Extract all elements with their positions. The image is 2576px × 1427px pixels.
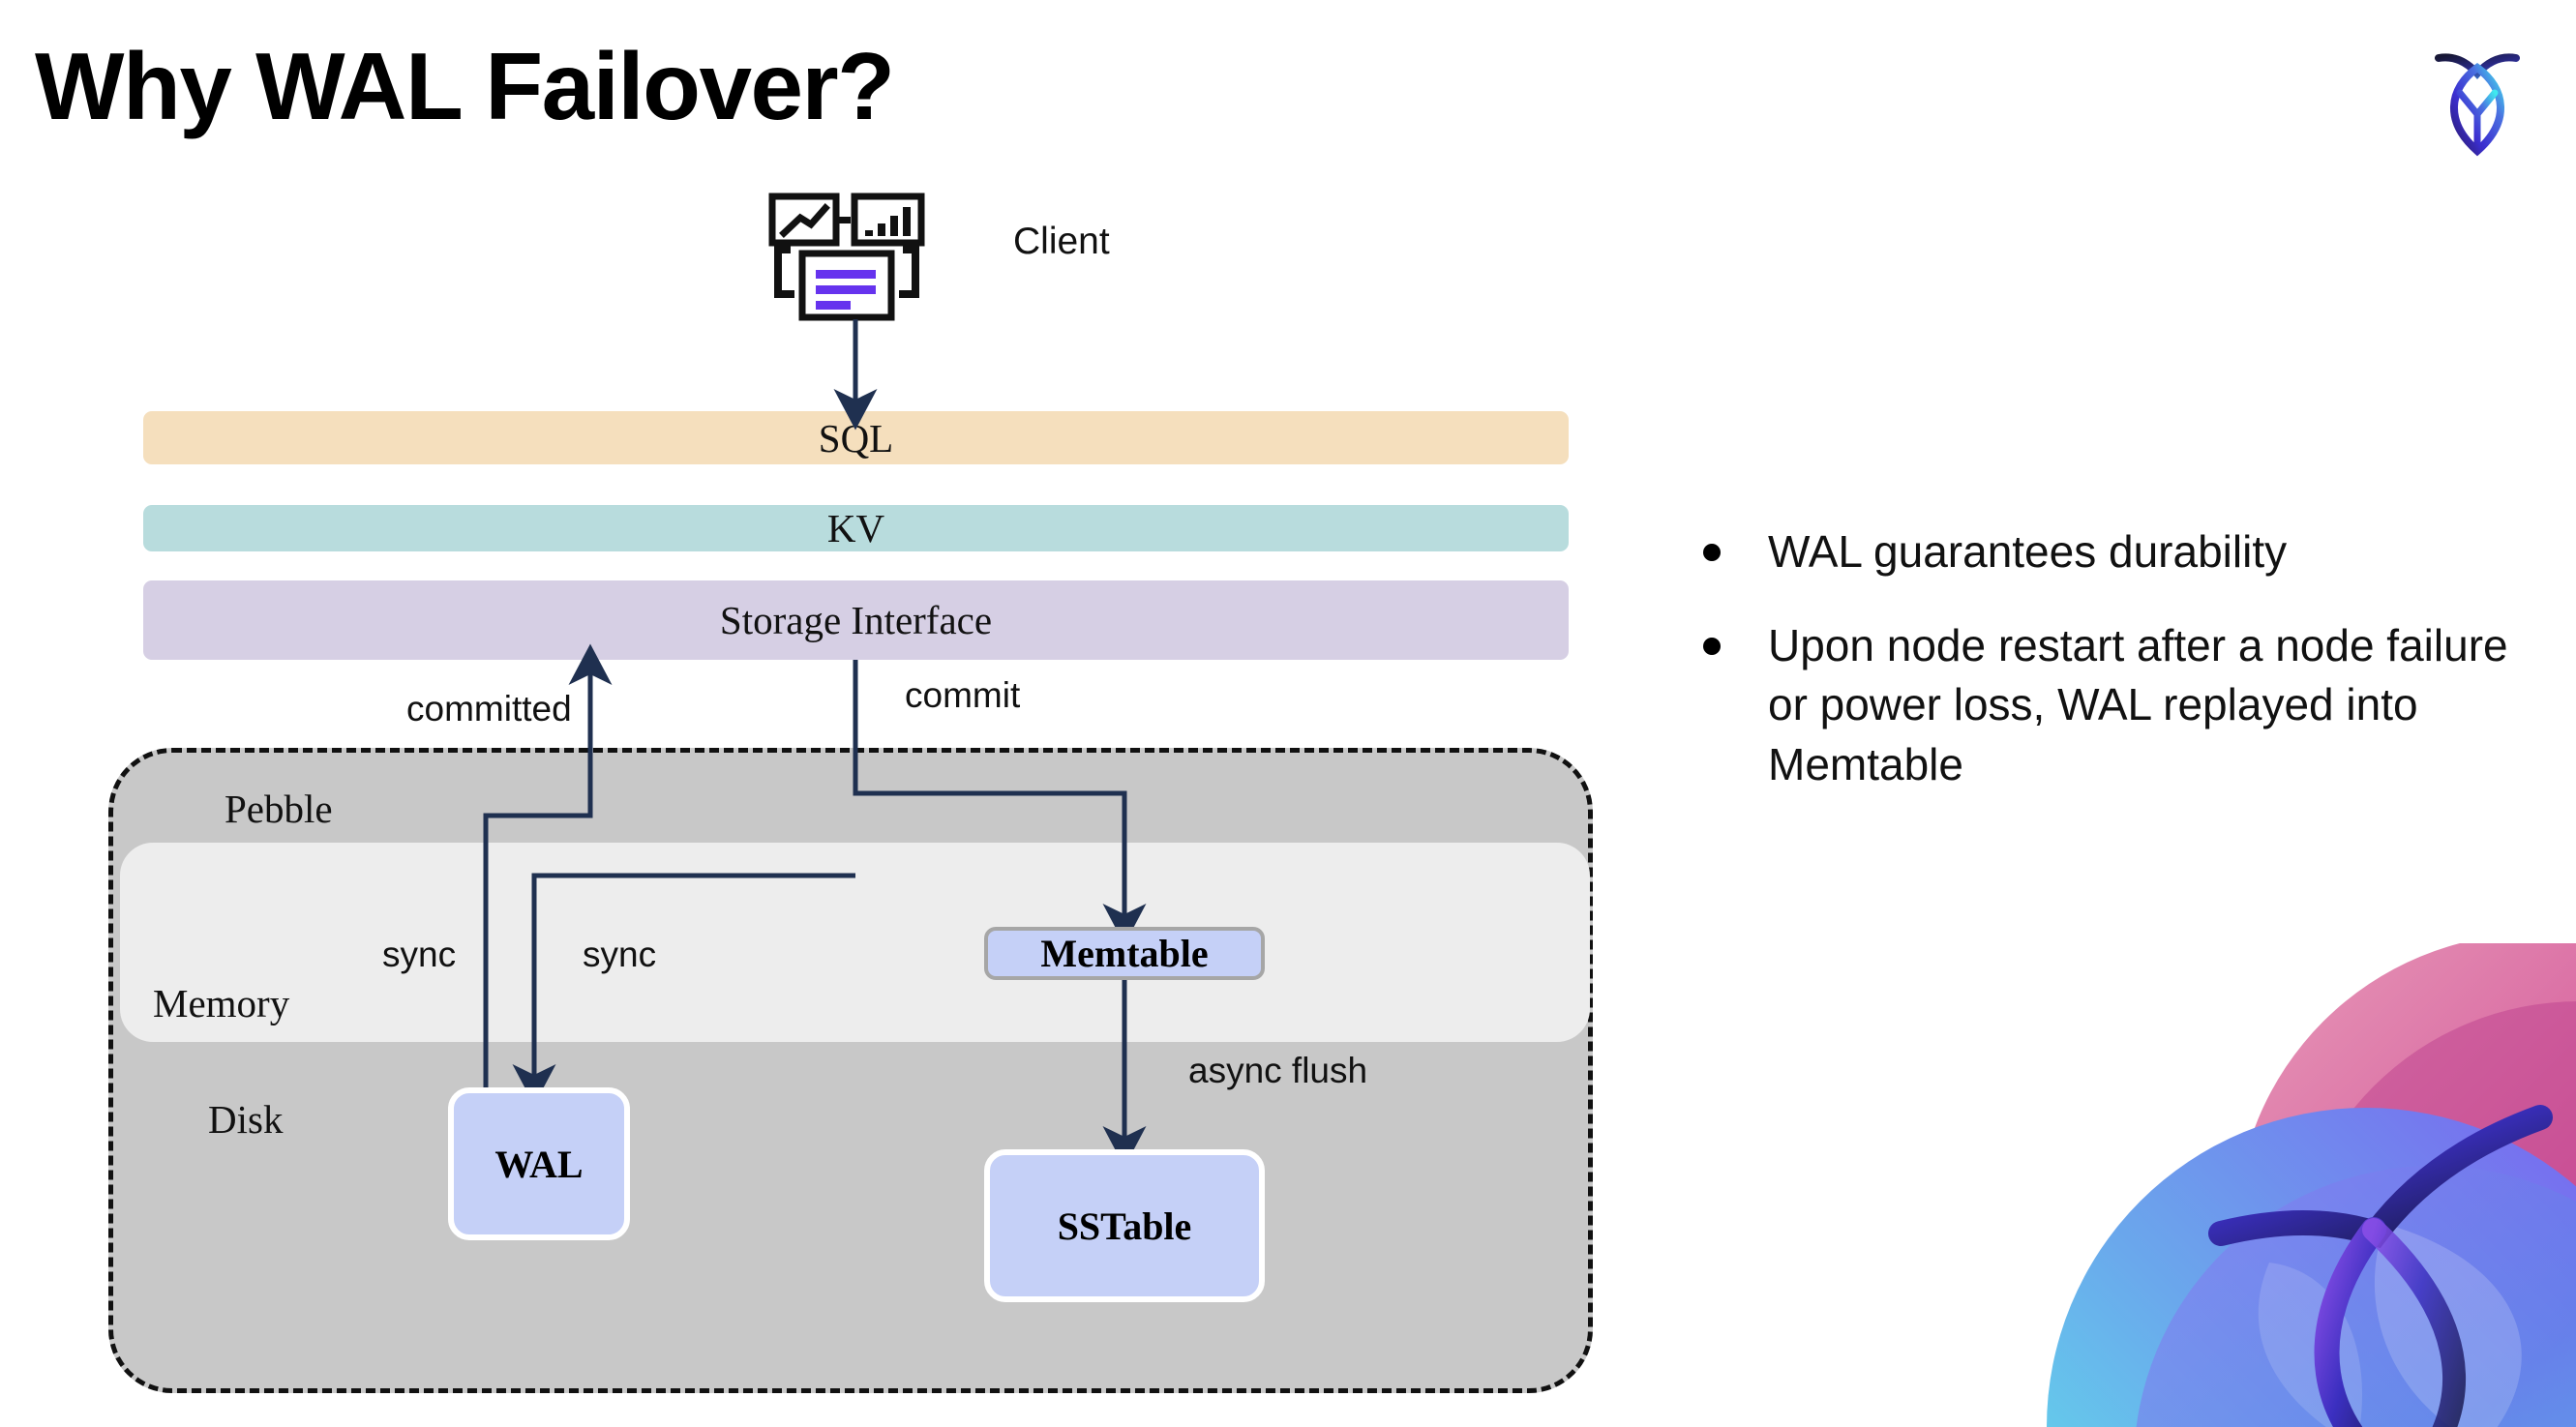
bullet-dot-icon bbox=[1703, 638, 1721, 656]
disk-region-label: Disk bbox=[208, 1097, 284, 1142]
flow-label-sync-wal-ack: sync bbox=[382, 935, 457, 974]
client-label: Client bbox=[1013, 221, 1110, 262]
bullet-dot-icon bbox=[1703, 544, 1721, 561]
memory-region-label: Memory bbox=[153, 981, 290, 1026]
list-item: WAL guarantees durability bbox=[1703, 522, 2535, 581]
flow-label-committed: committed bbox=[406, 689, 572, 728]
bullet-list: WAL guarantees durability Upon node rest… bbox=[1703, 522, 2535, 829]
layer-bar-storage-interface-label: Storage Interface bbox=[719, 598, 993, 642]
bullet-text: WAL guarantees durability bbox=[1768, 526, 2288, 577]
bullet-text: Upon node restart after a node failure o… bbox=[1768, 620, 2508, 789]
layer-bar-storage-interface: Storage Interface bbox=[143, 580, 1569, 660]
flow-label-sync-wal-write: sync bbox=[583, 935, 657, 974]
wal-label: WAL bbox=[494, 1142, 584, 1186]
sstable-label: SSTable bbox=[1057, 1204, 1192, 1248]
flow-arrows bbox=[483, 319, 1147, 1168]
flow-label-commit: commit bbox=[905, 675, 1021, 715]
flow-label-async-flush: async flush bbox=[1188, 1051, 1368, 1090]
wal-box: WAL bbox=[448, 1087, 630, 1240]
cockroach-leaf-logo-icon bbox=[2410, 29, 2545, 164]
cockroach-leaf-decor-icon bbox=[1979, 943, 2576, 1427]
layer-bar-kv-label: KV bbox=[826, 506, 885, 550]
analytics-dashboard-icon bbox=[768, 193, 925, 321]
memtable-box: Memtable bbox=[984, 927, 1265, 980]
page-title: Why WAL Failover? bbox=[35, 33, 895, 139]
architecture-diagram: Client SQL KV Storage Interface Pebble M… bbox=[108, 193, 1593, 1393]
layer-bar-kv: KV bbox=[143, 505, 1569, 551]
sstable-box: SSTable bbox=[984, 1149, 1265, 1302]
memtable-label: Memtable bbox=[1040, 932, 1209, 975]
pebble-label: Pebble bbox=[225, 787, 333, 831]
list-item: Upon node restart after a node failure o… bbox=[1703, 616, 2535, 794]
